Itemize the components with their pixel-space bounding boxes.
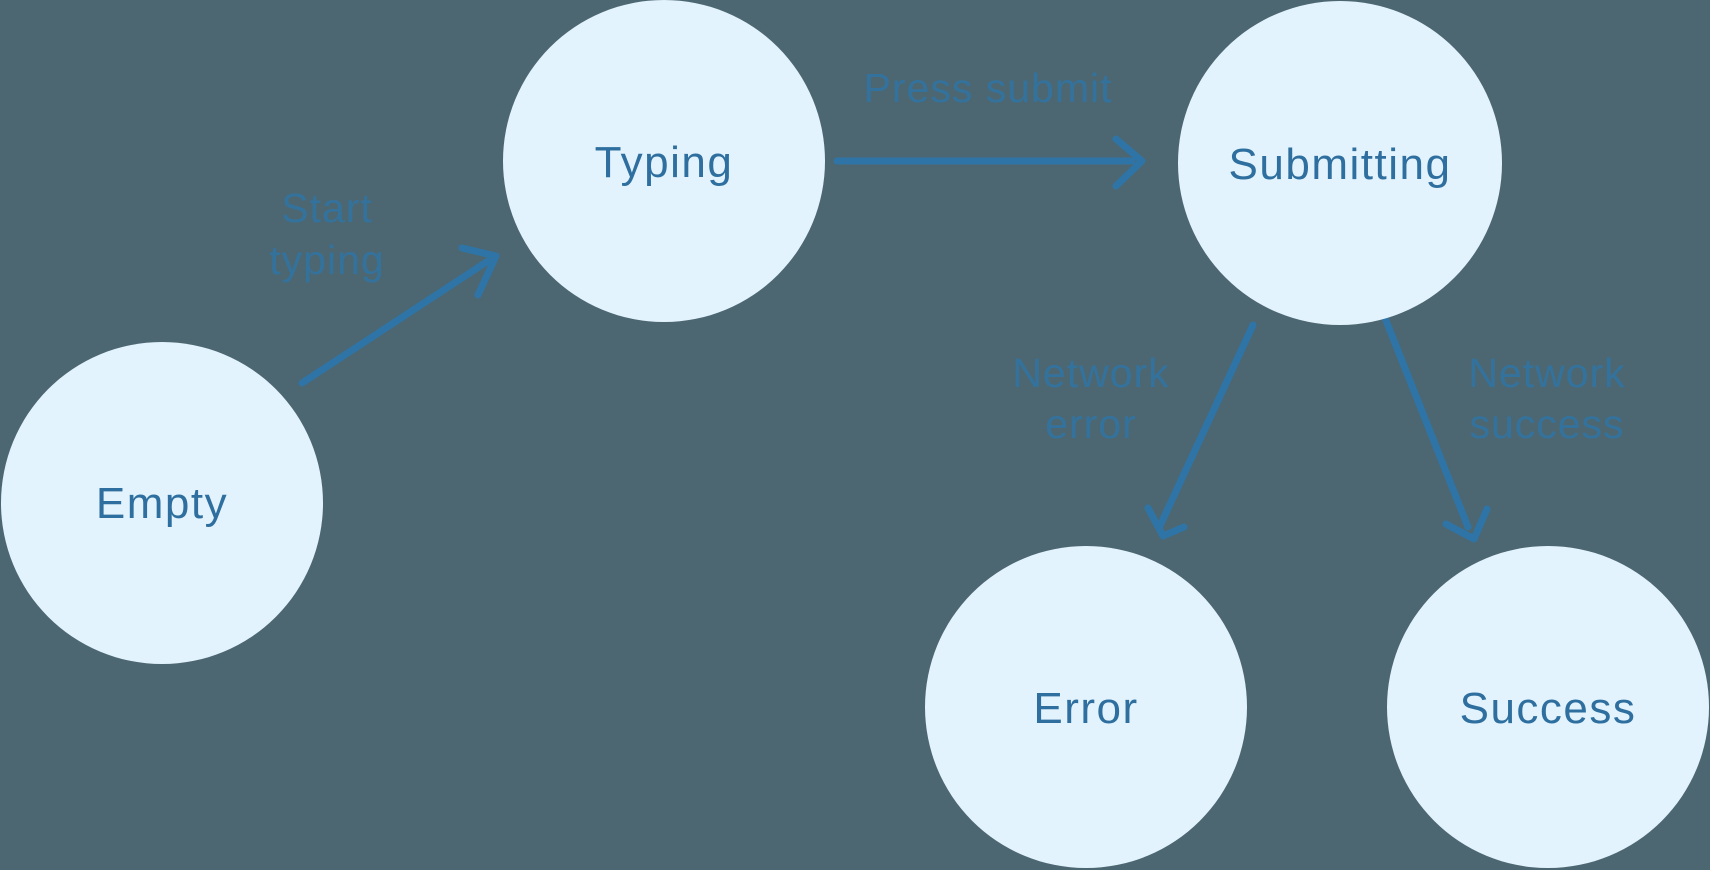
- state-node-typing-label: Typing: [595, 138, 734, 187]
- edge-submitting-to-error-arrowhead-icon: [1144, 504, 1188, 540]
- state-node-success-label: Success: [1460, 684, 1637, 733]
- state-node-empty-circle: [1, 342, 323, 664]
- state-node-empty-label: Empty: [96, 479, 228, 528]
- edge-label-press-submit: Press submit: [864, 65, 1113, 111]
- state-node-submitting: Submitting: [1178, 1, 1502, 325]
- state-node-typing: Typing: [503, 0, 825, 322]
- edge-label-start-typing-line1: Start: [281, 185, 373, 231]
- edge-empty-to-typing-arrowhead-icon: [458, 244, 500, 299]
- state-node-success: Success: [1387, 546, 1709, 868]
- state-node-error-circle: [925, 546, 1247, 868]
- edge-label-network-error-line1: Network: [1012, 350, 1169, 396]
- edge-label-network-success-line1: Network: [1468, 350, 1625, 396]
- state-node-submitting-circle: [1178, 1, 1502, 325]
- state-node-success-circle: [1387, 546, 1709, 868]
- edge-empty-to-typing-line: [298, 257, 492, 387]
- edge-typing-to-submitting: Press submit: [833, 65, 1146, 190]
- state-node-error: Error: [925, 546, 1247, 868]
- state-node-typing-circle: [503, 0, 825, 322]
- state-node-empty: Empty: [1, 342, 323, 664]
- edge-label-network-success-line2: success: [1469, 401, 1624, 447]
- edge-label-network-error-line2: error: [1045, 401, 1137, 447]
- edge-label-start-typing-line2: typing: [269, 237, 384, 283]
- edge-submitting-to-success-arrowhead-icon: [1442, 505, 1491, 543]
- edge-submitting-to-success: Network success: [1381, 314, 1625, 543]
- edge-submitting-to-error: Network error: [1012, 321, 1257, 540]
- edge-submitting-to-error-line: [1155, 321, 1257, 532]
- edge-submitting-to-success-line: [1381, 314, 1472, 531]
- edge-typing-to-submitting-arrowhead-icon: [1112, 135, 1146, 190]
- edge-empty-to-typing: Start typing: [269, 185, 500, 387]
- state-node-submitting-label: Submitting: [1229, 140, 1452, 189]
- state-node-error-label: Error: [1033, 684, 1138, 733]
